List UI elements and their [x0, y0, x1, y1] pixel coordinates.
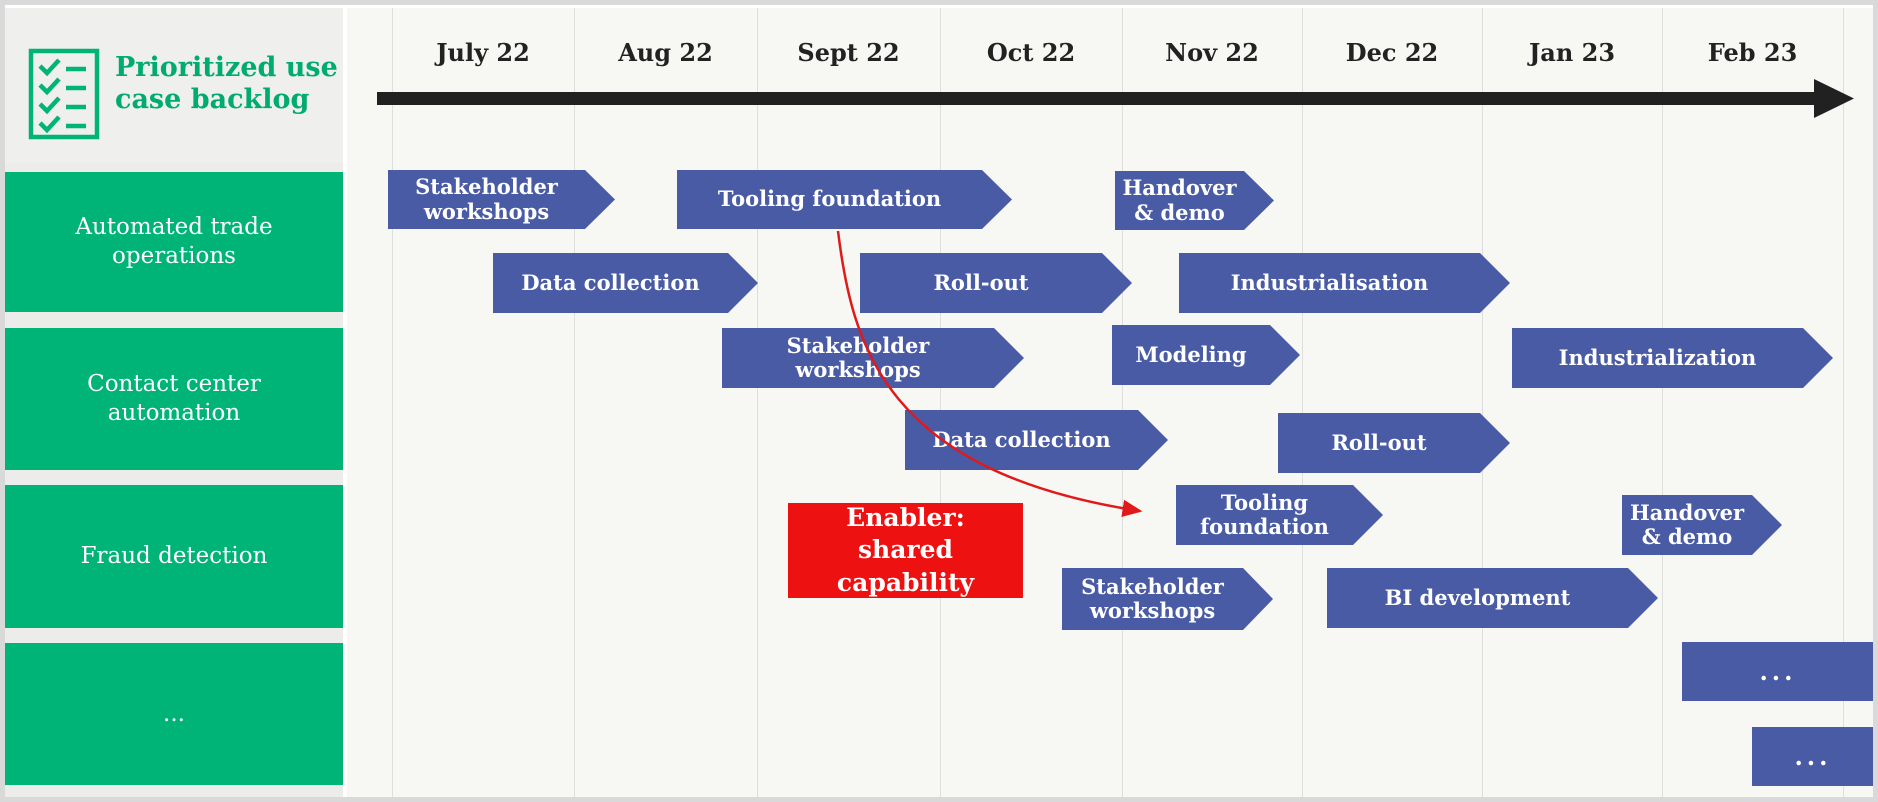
grid-line [757, 8, 758, 797]
task-bar: Stakeholder workshops [722, 328, 1024, 388]
task-bar: Industrialization [1512, 328, 1833, 388]
backlog-title: Prioritized use case backlog [115, 52, 338, 116]
task-bar: Roll-out [1278, 413, 1510, 473]
grid-line [1662, 8, 1663, 797]
task-bar: Data collection [493, 253, 758, 313]
enabler-box: Enabler: shared capability [788, 503, 1023, 598]
lane-label: Contact center automation [5, 328, 343, 470]
task-bar: Stakeholder workshops [388, 170, 615, 229]
checklist-icon [28, 48, 100, 140]
lane-label: Automated trade operations [5, 172, 343, 312]
enabler-label: Enabler: shared capability [836, 502, 975, 597]
grid-line [1843, 8, 1844, 797]
month-label: Nov 22 [1165, 37, 1259, 67]
task-bar: Roll-out [860, 253, 1132, 313]
task-bar: BI development [1327, 568, 1658, 628]
lane-label: ... [5, 643, 343, 785]
task-bar: Tooling foundation [677, 170, 1012, 229]
month-label: Oct 22 [986, 37, 1076, 67]
timeline-plot: July 22 Aug 22 Sept 22 Oct 22 Nov 22 Dec 22 Ja… [347, 8, 1873, 797]
grid-line [940, 8, 941, 797]
month-label: Dec 22 [1345, 37, 1439, 67]
task-bar: ... [1682, 642, 1874, 701]
backlog-header: Prioritized use case backlog [5, 8, 343, 163]
task-bar: ... [1752, 727, 1874, 786]
task-bar: Tooling foundation [1176, 485, 1383, 545]
task-bar: Stakeholder workshops [1062, 568, 1273, 630]
month-label: Feb 23 [1707, 37, 1798, 67]
month-label: Sept 22 [797, 37, 900, 67]
month-label: Jan 23 [1528, 37, 1616, 67]
task-bar: Handover & demo [1622, 495, 1782, 555]
month-label: Aug 22 [618, 37, 713, 67]
task-bar: Data collection [905, 410, 1168, 470]
grid-line [392, 8, 393, 797]
task-bar: Modeling [1112, 325, 1300, 385]
lane-label: Fraud detection [5, 485, 343, 628]
task-bar: Industrialisation [1179, 253, 1510, 313]
grid-line [574, 8, 575, 797]
month-label: July 22 [436, 37, 530, 67]
grid-line [1482, 8, 1483, 797]
grid-line [1302, 8, 1303, 797]
grid-line [1122, 8, 1123, 797]
task-bar: Handover & demo [1115, 171, 1274, 230]
